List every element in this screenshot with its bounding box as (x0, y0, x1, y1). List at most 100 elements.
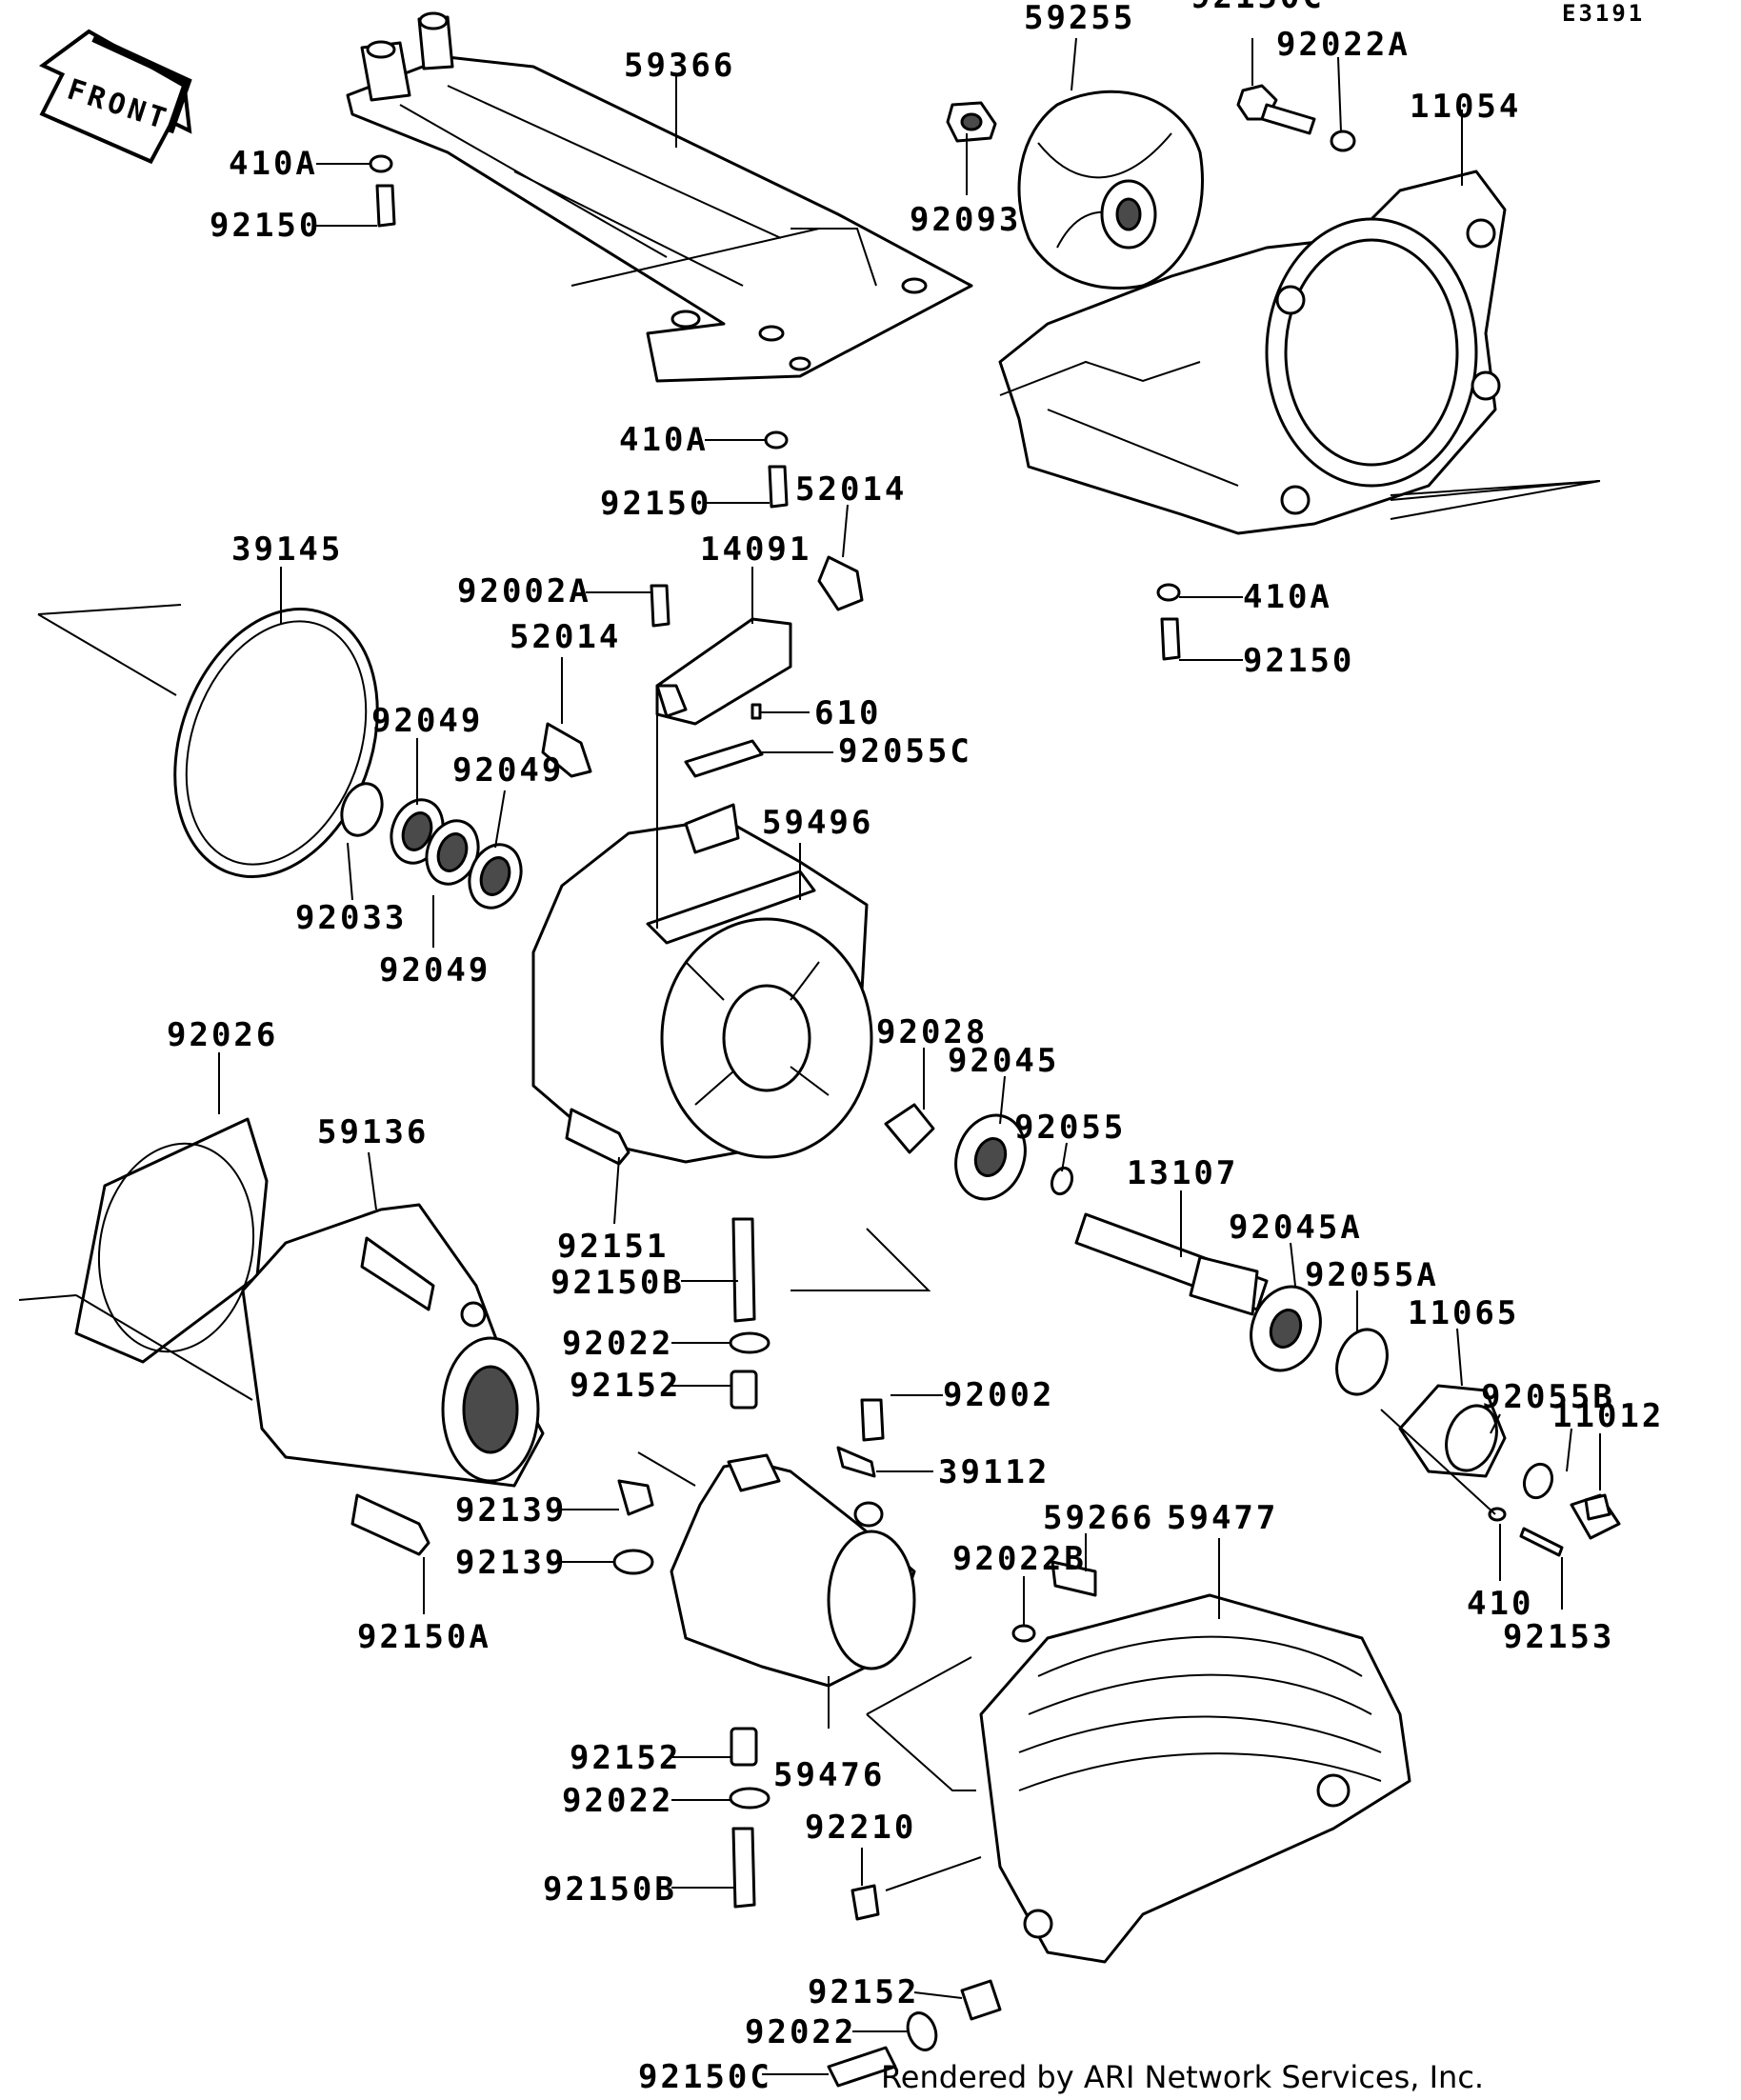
bushing-92139-b (612, 1549, 654, 1575)
label-39112: 39112 (938, 1453, 1050, 1491)
label-92150-3: 92150 (1243, 642, 1354, 680)
bolt-92150B-a (731, 1217, 756, 1323)
label-92028: 92028 (876, 1013, 988, 1051)
collar-92152-c (960, 1979, 1002, 2021)
cap-11065 (1398, 1384, 1507, 1478)
label-52014-a: 52014 (795, 470, 907, 509)
label-92152-a: 92152 (570, 1367, 681, 1405)
label-92002A: 92002A (457, 572, 591, 610)
seal-92049-c (468, 843, 523, 910)
label-11012: 11012 (1552, 1397, 1664, 1435)
reverse-bucket-59477 (979, 1593, 1411, 1964)
label-410A-1: 410A (229, 145, 318, 183)
label-92022-a: 92022 (562, 1325, 673, 1363)
label-92139-b: 92139 (455, 1544, 567, 1582)
bolt-92002A (650, 584, 670, 628)
bolt-92150A (350, 1493, 430, 1556)
screw-92153 (1519, 1527, 1564, 1557)
label-92022A: 92022A (1276, 26, 1411, 64)
label-13107: 13107 (1127, 1154, 1238, 1192)
label-92150B-b: 92150B (543, 1870, 677, 1909)
o-ring-92055A (1335, 1328, 1389, 1396)
label-92150A: 92150A (357, 1618, 491, 1656)
fitting-52014-a (817, 555, 864, 611)
label-92022-c: 92022 (745, 2013, 856, 2051)
nozzle-59136 (241, 1203, 545, 1488)
label-59266: 59266 (1043, 1499, 1154, 1537)
label-410: 410 (1467, 1585, 1533, 1623)
o-ring-92055B (1522, 1462, 1554, 1500)
bolt-92002 (860, 1398, 885, 1442)
gasket-92026 (74, 1117, 269, 1364)
washer-92022A (1330, 130, 1356, 152)
bearing-92045 (954, 1113, 1027, 1201)
bolt-92150-3 (1160, 617, 1181, 661)
collar-92152-a (730, 1370, 758, 1410)
label-92150-1: 92150 (210, 207, 321, 245)
collar-92210 (850, 1884, 880, 1921)
label-92093: 92093 (910, 201, 1021, 239)
label-610: 610 (814, 694, 881, 732)
label-92045: 92045 (948, 1042, 1059, 1080)
label-92139-a: 92139 (455, 1491, 567, 1530)
washer-92022-a (729, 1331, 770, 1354)
label-92045A: 92045A (1229, 1209, 1363, 1247)
label-410A-2: 410A (619, 421, 709, 459)
label-92150B-a: 92150B (550, 1264, 685, 1302)
label-92210: 92210 (805, 1809, 916, 1847)
seal-92049-b (425, 819, 480, 886)
label-14091: 14091 (700, 530, 811, 569)
pump-case-59496 (531, 803, 873, 1164)
pump-cover-plate-59366 (346, 11, 973, 383)
credit-text: Rendered by ARI Network Services, Inc. (881, 2059, 1484, 2095)
label-39145: 39145 (231, 530, 343, 569)
shaft-13107 (1074, 1212, 1269, 1316)
pin-610 (750, 703, 762, 720)
label-92151: 92151 (557, 1228, 669, 1266)
washer-92022-b (729, 1787, 770, 1810)
bearing-92045A (1250, 1285, 1322, 1372)
label-59136: 59136 (317, 1113, 429, 1151)
gasket-92055C (684, 739, 764, 778)
bolt-92150B-b (731, 1827, 756, 1909)
impeller-59255 (1017, 90, 1204, 290)
label-92022B: 92022B (952, 1540, 1087, 1578)
label-92022-b: 92022 (562, 1782, 673, 1820)
label-92049-c: 92049 (379, 951, 490, 990)
washer-92022-c (906, 2011, 938, 2051)
bolt-92151 (565, 1108, 630, 1166)
label-92033: 92033 (295, 899, 407, 937)
label-92150-2: 92150 (600, 485, 711, 523)
washer-410A-1 (369, 154, 393, 173)
label-92049-b: 92049 (452, 751, 564, 790)
diagram-code: E3191 (1562, 0, 1645, 27)
label-59477: 59477 (1167, 1499, 1278, 1537)
bolt-92150-2 (768, 465, 789, 509)
label-59476: 59476 (773, 1756, 885, 1794)
label-92055: 92055 (1014, 1109, 1126, 1147)
washer-410A-3 (1156, 583, 1181, 602)
label-410A-3: 410A (1243, 578, 1332, 616)
label-92150C-bottom: 92150C (638, 2058, 772, 2096)
pump-housing-11054 (998, 170, 1507, 535)
label-52014-b: 52014 (510, 618, 621, 656)
washer-92022B (1011, 1624, 1036, 1643)
label-11054: 11054 (1410, 88, 1521, 126)
collar-92152-b (730, 1727, 758, 1767)
label-92150C-top: 92150C (1191, 0, 1325, 16)
fitting-52014-b (541, 722, 592, 778)
label-59366: 59366 (624, 47, 735, 85)
washer-410A-2 (764, 430, 789, 450)
nut-39112 (853, 1501, 884, 1528)
o-ring-92055 (1050, 1166, 1074, 1196)
label-59496: 59496 (762, 804, 873, 842)
lever-39112 (836, 1446, 876, 1478)
label-92055A: 92055A (1305, 1256, 1439, 1294)
label-92055B: 92055B (1481, 1378, 1615, 1416)
plug-11012 (1570, 1493, 1621, 1540)
circlip-92033 (340, 782, 384, 837)
label-92152-b: 92152 (570, 1739, 681, 1777)
label-92049-a: 92049 (371, 702, 483, 740)
label-92026: 92026 (167, 1016, 278, 1054)
nut-92093 (946, 101, 997, 143)
